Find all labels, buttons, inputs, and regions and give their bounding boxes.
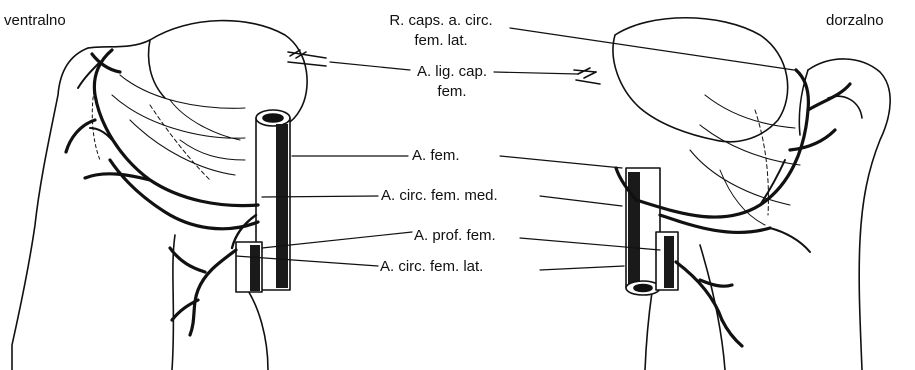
left-femur-drawing <box>12 21 326 370</box>
label-r-caps-line1: R. caps. a. circ. <box>372 12 510 30</box>
label-circ-fem-med: A. circ. fem. med. <box>381 187 498 205</box>
leader-a-fem-right <box>500 156 622 168</box>
leader-circ-med-right <box>540 196 622 206</box>
label-circ-fem-lat: A. circ. fem. lat. <box>380 258 483 276</box>
right-femur-drawing <box>574 18 890 370</box>
leader-circ-lat-right <box>540 266 624 270</box>
label-prof-fem: A. prof. fem. <box>414 227 496 245</box>
view-label-ventral: ventralno <box>4 12 66 30</box>
leader-lig-cap-left <box>330 62 410 70</box>
label-lig-cap-line2: fem. <box>408 83 496 101</box>
view-label-dorsal: dorzalno <box>826 12 884 30</box>
leader-lig-cap-right <box>494 72 578 74</box>
label-lig-cap-line1: A. lig. cap. <box>408 63 496 81</box>
label-a-fem: A. fem. <box>412 147 460 165</box>
label-r-caps-line2: fem. lat. <box>372 32 510 50</box>
